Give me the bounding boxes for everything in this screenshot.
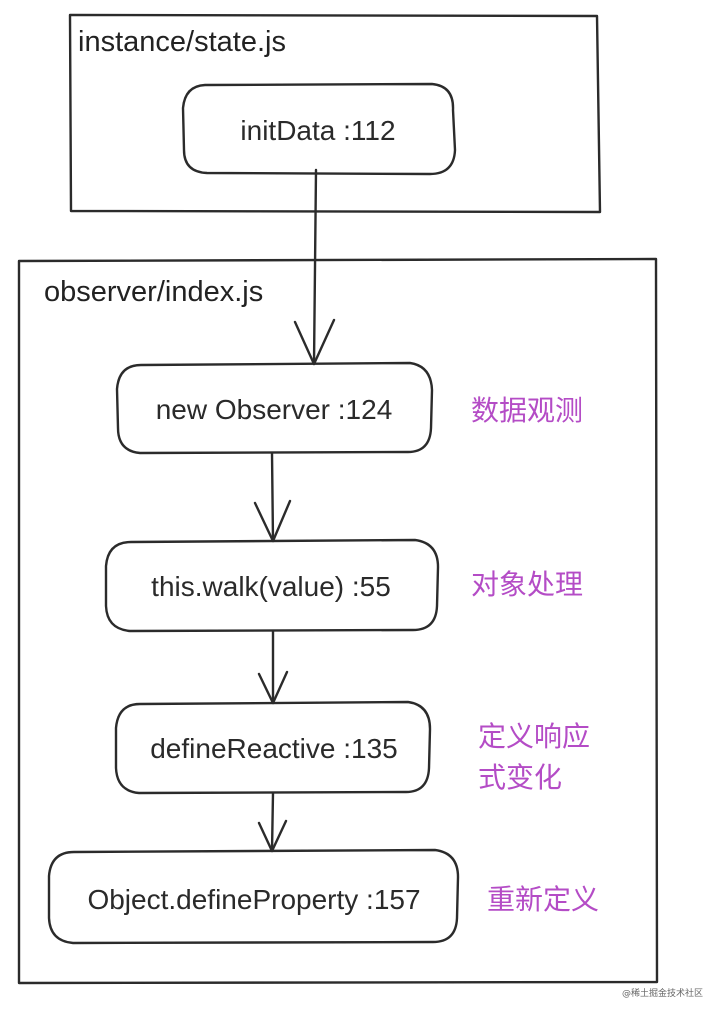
- init-data-label: initData :112: [240, 115, 395, 146]
- new-observer-label: new Observer :124: [156, 394, 393, 425]
- arrow-walk-to-reactive-head: [257, 670, 289, 705]
- new-observer-box: [115, 361, 434, 455]
- note-data-observe: 数据观测: [471, 394, 583, 427]
- define-reactive-box: [114, 700, 432, 795]
- arrow-observer-to-walk-head: [253, 499, 292, 543]
- walk-box: [104, 538, 440, 633]
- arrow-init-to-observer: [312, 168, 318, 366]
- state-js-label: instance/state.js: [78, 26, 286, 58]
- define-reactive-label: defineReactive :135: [150, 733, 398, 764]
- arrow-init-to-observer-head: [293, 318, 336, 366]
- init-data-box: [181, 82, 457, 176]
- watermark-text: @稀土掘金技术社区: [622, 987, 703, 999]
- note-define-reactive-line2: 式变化: [478, 761, 562, 794]
- arrow-reactive-to-property: [270, 791, 275, 853]
- note-define-reactive-line1: 定义响应: [478, 720, 590, 753]
- observer-index-label: observer/index.js: [44, 276, 263, 308]
- define-property-label: Object.defineProperty :157: [87, 884, 420, 915]
- note-redefine: 重新定义: [487, 883, 599, 916]
- observer-index-frame: [17, 257, 659, 985]
- walk-label: this.walk(value) :55: [151, 571, 391, 602]
- arrow-observer-to-walk: [270, 451, 275, 543]
- arrow-reactive-to-property-head: [257, 819, 288, 853]
- state-js-frame: [68, 13, 602, 214]
- note-object-handling: 对象处理: [471, 568, 583, 601]
- define-property-box: [47, 848, 460, 945]
